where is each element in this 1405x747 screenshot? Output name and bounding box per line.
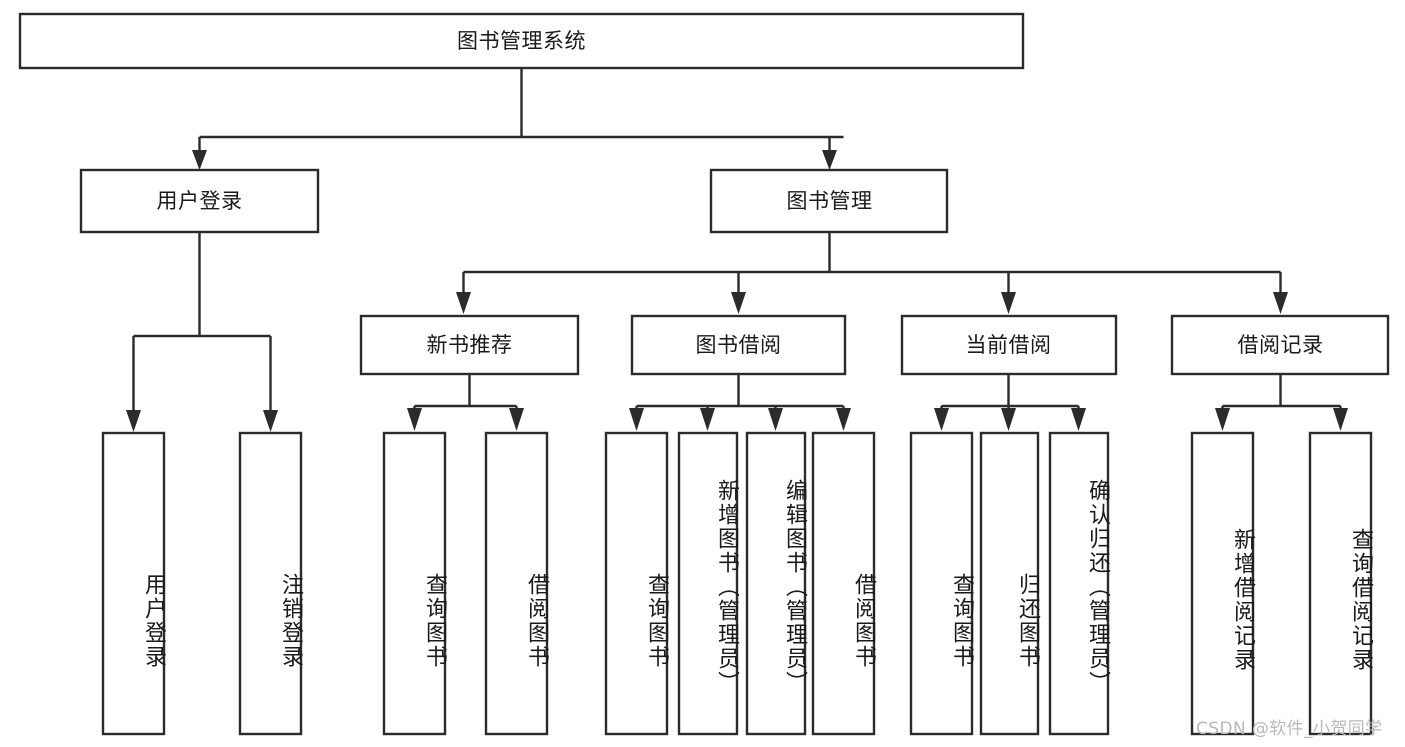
node-user-login-box[interactable]	[79, 168, 320, 234]
leaf-box-bb-add-book-admin[interactable]	[677, 431, 739, 736]
arrowhead-borrow-leaf-3	[768, 408, 783, 431]
arrowhead-current-leaf-3	[1071, 408, 1086, 431]
node-current-borrow-box[interactable]	[900, 314, 1118, 376]
arrowhead-borrow-leaf-4	[836, 408, 851, 431]
node-book-borrow-label: 图书借阅	[696, 333, 782, 357]
node-book-borrow-box[interactable]	[630, 314, 847, 376]
arrowhead-current-leaf-2	[1001, 408, 1016, 431]
leaf-box-cb-query-book[interactable]	[909, 431, 974, 736]
node-new-book-recommend[interactable]: 新书推荐	[359, 314, 580, 376]
leaf-boxes-book-borrow	[604, 431, 876, 736]
arrowhead-record-leaf-1	[1215, 408, 1230, 431]
node-borrow-record-box[interactable]	[1170, 314, 1390, 376]
leaf-boxes-new-book-recommend	[382, 431, 549, 736]
leaf-box-nb-borrow-book[interactable]	[484, 431, 549, 736]
leaf-box-cb-confirm-return-admin[interactable]	[1048, 431, 1110, 736]
node-book-borrow[interactable]: 图书借阅	[630, 314, 847, 376]
node-root[interactable]: 图书管理系统	[18, 12, 1025, 70]
arrowhead-newbook-leaf-2	[509, 408, 524, 431]
arrowhead-borrow-leaf-1	[629, 408, 644, 431]
node-book-manage-box[interactable]	[709, 168, 949, 234]
node-user-login[interactable]: 用户登录	[79, 168, 320, 234]
leaf-box-nb-query-book[interactable]	[382, 431, 447, 736]
arrowhead-current-leaf-1	[934, 408, 949, 431]
node-book-manage-label: 图书管理	[787, 189, 873, 213]
leaf-box-br-add-record[interactable]	[1190, 431, 1255, 736]
leaf-box-bb-query-book[interactable]	[604, 431, 669, 736]
arrowhead-leaf-logout	[263, 410, 278, 432]
node-user-login-label: 用户登录	[157, 189, 243, 213]
node-current-borrow[interactable]: 当前借阅	[900, 314, 1118, 376]
arrowhead-record-leaf-2	[1333, 408, 1348, 431]
arrowhead-book-manage	[822, 150, 837, 170]
arrowhead-newbook-leaf-1	[407, 408, 422, 431]
leaf-boxes-current-borrow	[909, 431, 1110, 736]
leaf-box-br-query-record[interactable]	[1308, 431, 1373, 736]
leaf-box-bb-borrow-book[interactable]	[811, 431, 876, 736]
node-borrow-record-label: 借阅记录	[1238, 333, 1324, 357]
arrowhead-borrow-record	[1273, 292, 1288, 314]
arrowhead-current-borrow	[1001, 292, 1016, 314]
node-current-borrow-label: 当前借阅	[966, 333, 1052, 357]
csdn-watermark: CSDN @软件_小贺同学	[1196, 719, 1383, 739]
arrowhead-new-book-recommend	[456, 292, 471, 314]
node-new-book-recommend-label: 新书推荐	[427, 333, 513, 357]
connector-group	[126, 68, 1348, 432]
leaf-box-logout[interactable]	[238, 431, 303, 736]
arrowhead-borrow-leaf-2	[700, 408, 715, 431]
leaf-box-bb-edit-book-admin[interactable]	[745, 431, 807, 736]
node-new-book-recommend-box[interactable]	[359, 314, 580, 376]
arrowhead-book-borrow	[731, 292, 746, 314]
node-book-manage[interactable]: 图书管理	[709, 168, 949, 234]
node-borrow-record[interactable]: 借阅记录	[1170, 314, 1390, 376]
arrowhead-user-login	[192, 150, 207, 170]
leaf-boxes-borrow-record	[1190, 431, 1373, 736]
leaf-box-cb-return-book[interactable]	[979, 431, 1040, 736]
node-root-label: 图书管理系统	[457, 29, 586, 53]
arrowhead-leaf-user-login	[126, 410, 141, 432]
leaf-box-user-login[interactable]	[101, 431, 166, 736]
leaf-boxes-user-login	[101, 431, 303, 736]
node-root-box[interactable]	[18, 12, 1025, 70]
